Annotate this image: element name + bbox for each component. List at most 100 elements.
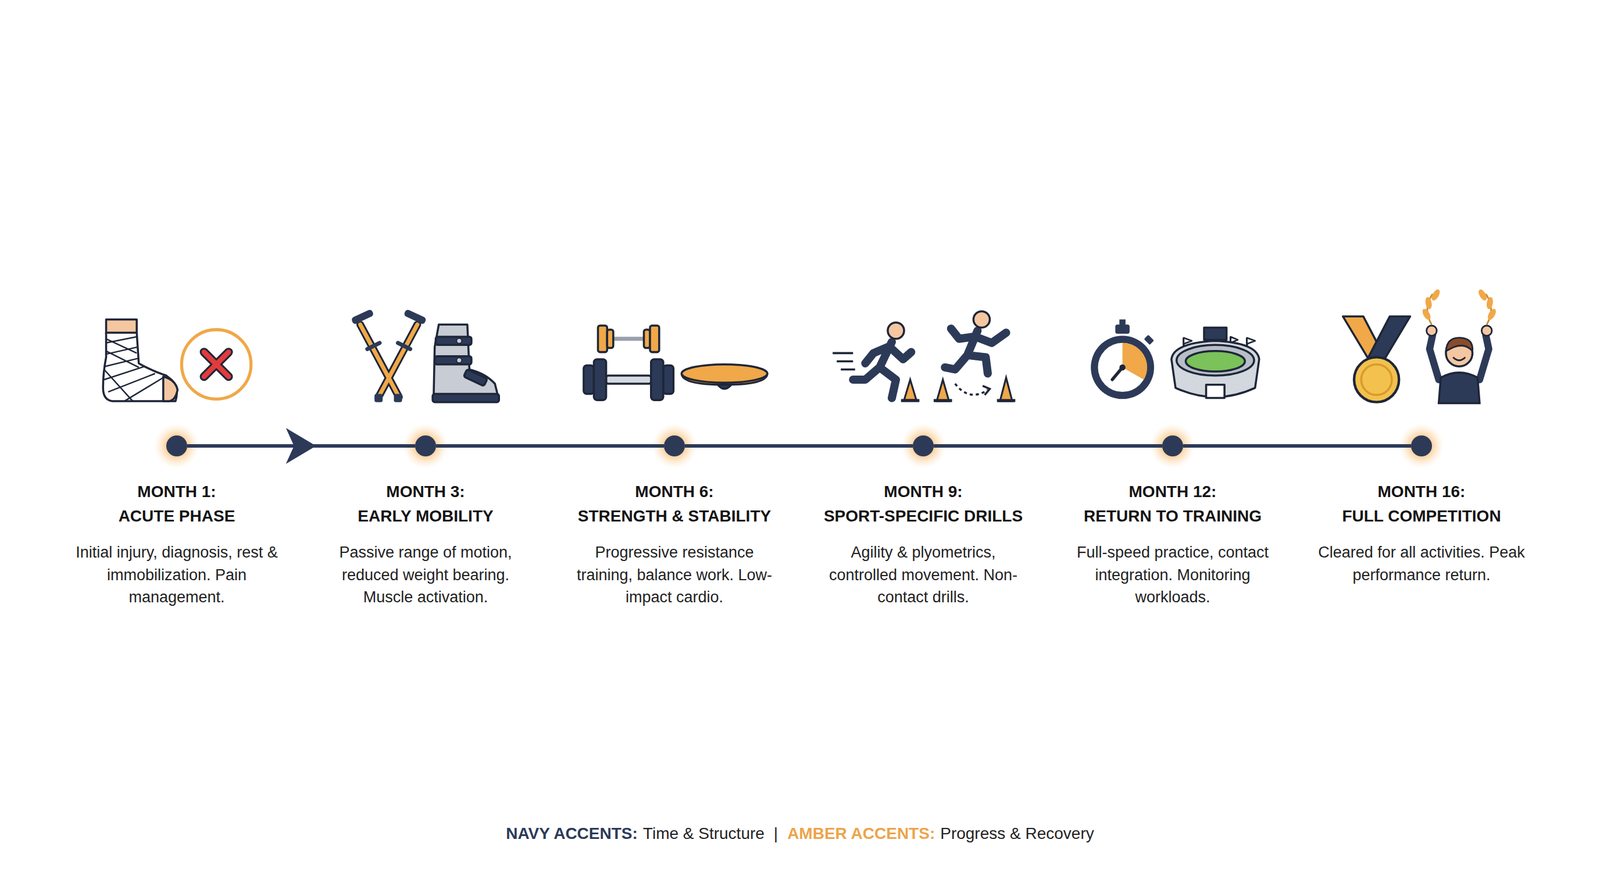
milestone-caption: MONTH 6:STRENGTH & STABILITY Progressive … bbox=[546, 479, 803, 609]
stopwatch-icon bbox=[1144, 334, 1155, 345]
legend-key: NAVY ACCENTS: bbox=[505, 824, 638, 843]
walking-boot-icon bbox=[456, 338, 462, 344]
timeline-segment bbox=[684, 444, 913, 448]
milestone-dot: MONTH 16:FULL COMPETITIONCleared for all… bbox=[1411, 435, 1432, 457]
milestone-caption: MONTH 3:EARLY MOBILITY Passive range of m… bbox=[297, 479, 554, 609]
balance-board-icon bbox=[681, 364, 767, 389]
no-activity-symbol bbox=[204, 352, 229, 377]
stadium-icon bbox=[1185, 351, 1245, 372]
milestone-description: Passive range of motion, reduced weight … bbox=[320, 541, 531, 609]
medal-icon bbox=[1361, 364, 1392, 396]
bandaged-foot-icon bbox=[102, 319, 178, 401]
bandaged-foot-icon bbox=[106, 319, 138, 334]
dumbbells-icon bbox=[583, 365, 595, 394]
milestone-month: MONTH 3: bbox=[297, 479, 554, 505]
milestone-dot: MONTH 3:EARLY MOBILITYPassive range of m… bbox=[415, 435, 437, 457]
no-activity-symbol bbox=[204, 352, 229, 377]
milestone-caption: MONTH 9:SPORT-SPECIFIC DRILLS Agility & p… bbox=[795, 479, 1052, 609]
milestone-month: MONTH 9: bbox=[795, 479, 1052, 505]
dumbbells-icon bbox=[606, 329, 614, 349]
cheering-athlete-icon bbox=[1426, 325, 1438, 337]
phase-title: STRENGTH & STABILITY bbox=[546, 504, 803, 529]
milestone-month: MONTH 1: bbox=[48, 479, 305, 505]
sprinting-athlete-icon bbox=[887, 322, 905, 339]
cheering-athlete-icon bbox=[1476, 288, 1489, 303]
stadium-icon bbox=[1171, 327, 1260, 398]
phase-title: FULL COMPETITION bbox=[1293, 504, 1550, 529]
sprinting-athlete-icon bbox=[901, 398, 920, 402]
walking-boot-icon bbox=[432, 324, 499, 402]
milestone-description: Cleared for all activities. Peak perform… bbox=[1316, 541, 1527, 587]
legend: NAVY ACCENTS: Time & Structure|AMBER ACCE… bbox=[0, 822, 1600, 846]
milestone-month: MONTH 12: bbox=[1044, 479, 1301, 505]
milestone-caption: MONTH 12:RETURN TO TRAININGFull-speed pr… bbox=[1044, 479, 1301, 609]
no-activity-symbol bbox=[181, 329, 251, 399]
legend-key: AMBER ACCENTS: bbox=[787, 824, 935, 843]
jumping-athlete-icon bbox=[936, 377, 1013, 402]
stopwatch-icon bbox=[1115, 324, 1130, 334]
legend-text: Progress & Recovery bbox=[940, 824, 1095, 843]
jumping-athlete-icon bbox=[933, 311, 1016, 402]
milestone-dot: MONTH 12:RETURN TO TRAININGFull-speed pr… bbox=[1162, 435, 1184, 457]
milestone-dot: MONTH 6:STRENGTH & STABILITYProgressive … bbox=[663, 435, 685, 457]
crutches-icon bbox=[374, 394, 383, 403]
crutches-icon bbox=[393, 394, 402, 403]
medal-icon bbox=[1354, 356, 1399, 402]
dumbbells-icon bbox=[597, 325, 607, 353]
sprinting-athlete-icon bbox=[852, 341, 912, 399]
cheering-athlete-icon bbox=[1430, 288, 1442, 303]
stopwatch-icon bbox=[1090, 336, 1155, 400]
jumping-athlete-icon bbox=[997, 398, 1016, 402]
milestone-dot: MONTH 1:ACUTE PHASEInitial injury, diagn… bbox=[166, 435, 188, 457]
phase-title: EARLY MOBILITY bbox=[297, 504, 554, 529]
milestone-description: Initial injury, diagnosis, rest & immobi… bbox=[71, 541, 282, 609]
sprinting-athlete-icon bbox=[832, 322, 920, 403]
crutches-icon bbox=[403, 308, 427, 325]
legend-text: Time & Structure bbox=[643, 824, 765, 843]
legend-separator-wrap: | bbox=[764, 822, 788, 846]
cheering-athlete-icon bbox=[1486, 307, 1498, 322]
cheering-athlete-icon bbox=[1485, 296, 1494, 310]
walking-boot-icon bbox=[432, 394, 499, 403]
dot-glow bbox=[154, 423, 1444, 469]
dumbbells-icon bbox=[593, 359, 606, 400]
timeline-segment bbox=[436, 444, 664, 448]
phase-title: SPORT-SPECIFIC DRILLS bbox=[795, 504, 1052, 529]
milestone-description: Progressive resistance training, balance… bbox=[569, 541, 780, 609]
walking-boot-icon bbox=[434, 356, 472, 365]
crutches-icon bbox=[360, 324, 418, 398]
cheering-athlete-icon bbox=[1438, 372, 1480, 404]
sprinting-athlete-icon bbox=[832, 352, 856, 370]
milestone-month: MONTH 6: bbox=[546, 479, 803, 505]
milestone-caption: MONTH 1:ACUTE PHASEInitial injury, diagn… bbox=[48, 479, 305, 609]
legend-key-text: AMBER ACCENTS: bbox=[787, 824, 935, 843]
cheering-athlete-icon bbox=[1481, 325, 1492, 337]
milestone-description: Agility & plyometrics, controlled moveme… bbox=[818, 541, 1029, 609]
dumbbells-icon bbox=[612, 336, 645, 341]
walking-boot-icon bbox=[435, 336, 471, 345]
dumbbells-icon bbox=[583, 325, 674, 400]
stopwatch-icon bbox=[1122, 343, 1148, 380]
jumping-athlete-icon bbox=[982, 386, 990, 396]
medal-icon bbox=[1343, 316, 1411, 402]
legend-key-text: NAVY ACCENTS: bbox=[505, 824, 638, 843]
legend-entry: NAVY ACCENTS: Time & Structure bbox=[505, 822, 765, 846]
cheering-athlete-icon bbox=[1445, 337, 1473, 352]
cheering-athlete-icon bbox=[1452, 356, 1466, 360]
crutches-icon bbox=[350, 308, 374, 325]
timeline-segment bbox=[933, 444, 1163, 448]
stadium-icon bbox=[1176, 344, 1255, 376]
milestone-dot: MONTH 9:SPORT-SPECIFIC DRILLSAgility & p… bbox=[912, 435, 934, 457]
stadium-icon bbox=[1204, 327, 1227, 340]
crutches-icon bbox=[350, 308, 427, 402]
milestone-month: MONTH 16: bbox=[1293, 479, 1550, 505]
sprinting-athlete-icon bbox=[904, 379, 917, 400]
jumping-athlete-icon bbox=[933, 398, 953, 402]
stopwatch-icon bbox=[1097, 343, 1147, 392]
crutches-icon bbox=[360, 324, 418, 398]
cheering-athlete-icon bbox=[1424, 296, 1433, 310]
dumbbells-icon bbox=[651, 359, 664, 400]
jumping-athlete-icon bbox=[944, 328, 1006, 374]
